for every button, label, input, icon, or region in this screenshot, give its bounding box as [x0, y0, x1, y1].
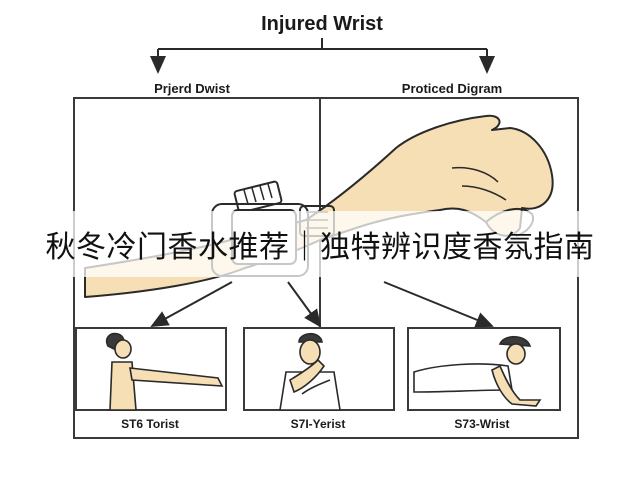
- title-connector: [150, 38, 495, 74]
- thumbnail-1: ST6 Torist: [75, 327, 227, 431]
- thumbnail-2-caption: S7I-Yerist: [291, 417, 346, 431]
- panel-right-label: Proticed Digram: [402, 81, 502, 96]
- overlay-text: 秋冬冷门香水推荐｜独特辨识度香氛指南: [45, 230, 595, 265]
- figure-2: [279, 332, 341, 411]
- figure-1: [105, 332, 224, 411]
- diagram-title: Injured Wrist: [261, 13, 383, 35]
- overlay-banner: 秋冬冷门香水推荐｜独特辨识度香氛指南: [0, 211, 640, 277]
- panel-left-label: Prjerd Dwist: [154, 81, 231, 96]
- thumbnail-3: S73-Wrist: [407, 327, 561, 431]
- thumbnail-3-caption: S73-Wrist: [454, 417, 509, 431]
- thumbnail-2: S7I-Yerist: [243, 327, 395, 431]
- figure-3: [413, 335, 542, 407]
- thumbnail-arrows: [150, 281, 494, 328]
- thumbnail-1-frame: [75, 327, 227, 411]
- thumbnail-1-caption: ST6 Torist: [121, 417, 179, 431]
